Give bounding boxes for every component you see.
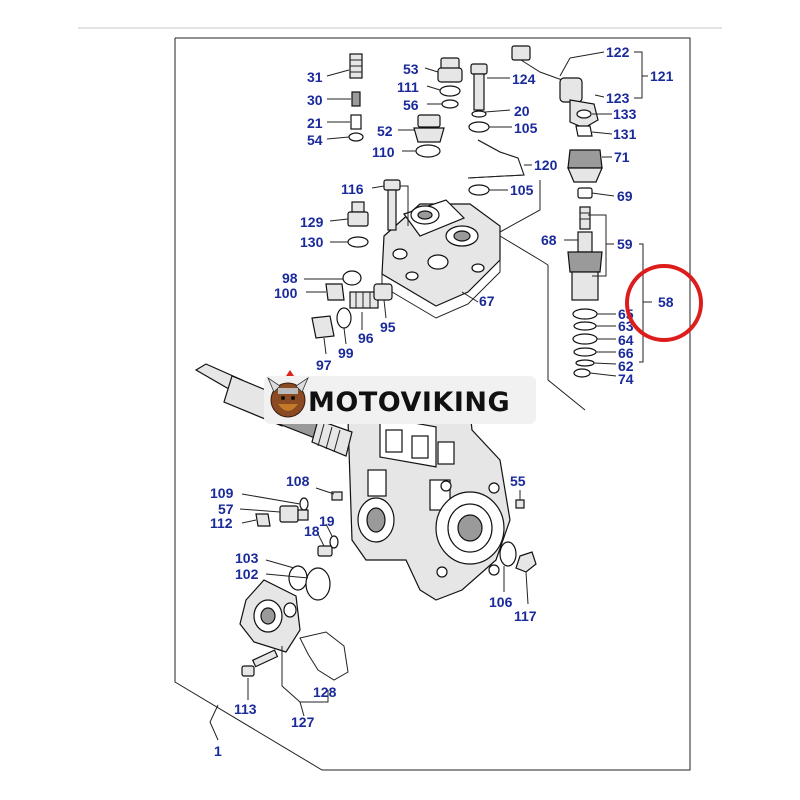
callout-98: 98 (282, 270, 298, 286)
callout-21: 21 (307, 115, 323, 131)
callout-1: 1 (214, 743, 222, 759)
callout-111: 111 (397, 79, 419, 95)
callout-30: 30 (307, 92, 323, 108)
pipe-120 (467, 139, 525, 196)
callout-124: 124 (512, 71, 536, 87)
callout-74: 74 (618, 371, 634, 387)
callout-120: 120 (534, 157, 558, 173)
diagram-frame (174, 37, 691, 771)
gasket-128 (299, 631, 349, 681)
highlight-circle (625, 264, 703, 342)
pump-body-main (347, 381, 511, 601)
callout-106: 106 (489, 594, 513, 610)
callout-110: 110 (372, 144, 395, 160)
callout-109: 109 (210, 485, 234, 501)
callout-69: 69 (617, 188, 633, 204)
callout-64: 64 (618, 332, 634, 348)
callout-95: 95 (380, 319, 396, 335)
screw-55 (515, 499, 525, 509)
callout-100: 100 (274, 285, 298, 301)
callout-55: 55 (510, 473, 526, 489)
callout-127: 127 (291, 714, 315, 730)
washer-nut-106-117 (499, 541, 537, 573)
callout-54: 54 (307, 132, 323, 148)
callout-59: 59 (617, 236, 633, 252)
fitting-18-19 (317, 535, 339, 557)
callout-52: 52 (377, 123, 393, 139)
bolt-116 (383, 179, 401, 231)
callout-131: 131 (613, 126, 637, 142)
bolt-113 (241, 649, 279, 677)
callout-103: 103 (235, 550, 259, 566)
callout-68: 68 (541, 232, 557, 248)
fitting-stack-left (348, 53, 364, 142)
callout-128: 128 (313, 684, 337, 700)
bolt-124-stack (468, 63, 490, 133)
callout-67: 67 (479, 293, 495, 309)
callout-133: 133 (613, 106, 637, 122)
callout-123: 123 (606, 90, 630, 106)
pump-head-housing (381, 199, 501, 319)
callout-66: 66 (618, 345, 634, 361)
callout-58: 58 (658, 294, 674, 310)
fitting-129 (347, 201, 369, 248)
callout-19: 19 (319, 513, 335, 529)
callout-129: 129 (300, 214, 324, 230)
callout-117: 117 (514, 608, 537, 624)
valve-108-112-group (255, 491, 343, 527)
callout-108: 108 (286, 473, 310, 489)
callout-53: 53 (403, 61, 419, 77)
callout-71: 71 (614, 149, 630, 165)
callout-56: 56 (403, 97, 419, 113)
cap-52-stack (413, 114, 445, 158)
callout-97: 97 (316, 357, 332, 373)
callout-113: 113 (234, 701, 257, 717)
solenoid-wire-122 (511, 45, 599, 137)
callout-31: 31 (307, 69, 323, 85)
callout-102: 102 (235, 566, 259, 582)
callout-20: 20 (514, 103, 530, 119)
callout-130: 130 (300, 234, 324, 250)
callout-121: 121 (650, 68, 674, 84)
plug-53-stack (437, 57, 463, 109)
callout-63: 63 (618, 318, 634, 334)
orings-102-103 (288, 565, 331, 601)
watermark: MOTOVIKING (264, 370, 536, 424)
viking-logo-icon (267, 370, 309, 418)
callout-62: 62 (618, 358, 634, 374)
assembly-1-bracket (209, 704, 219, 741)
callout-112: 112 (210, 515, 233, 531)
callout-105-top: 105 (514, 120, 538, 136)
plug-98-100-group (311, 270, 393, 339)
callout-57: 57 (218, 501, 234, 517)
callout-116: 116 (341, 181, 364, 197)
valve-58-assembly (567, 149, 603, 378)
watermark-text: MOTOVIKING (308, 387, 510, 418)
feed-pump-127 (239, 579, 301, 653)
callout-18: 18 (304, 523, 320, 539)
callout-105-mid: 105 (510, 182, 534, 198)
callout-96: 96 (358, 330, 374, 346)
callout-labels: 31 30 21 54 53 111 56 52 110 124 20 105 … (210, 44, 674, 759)
callout-122: 122 (606, 44, 630, 60)
callout-99: 99 (338, 345, 354, 361)
